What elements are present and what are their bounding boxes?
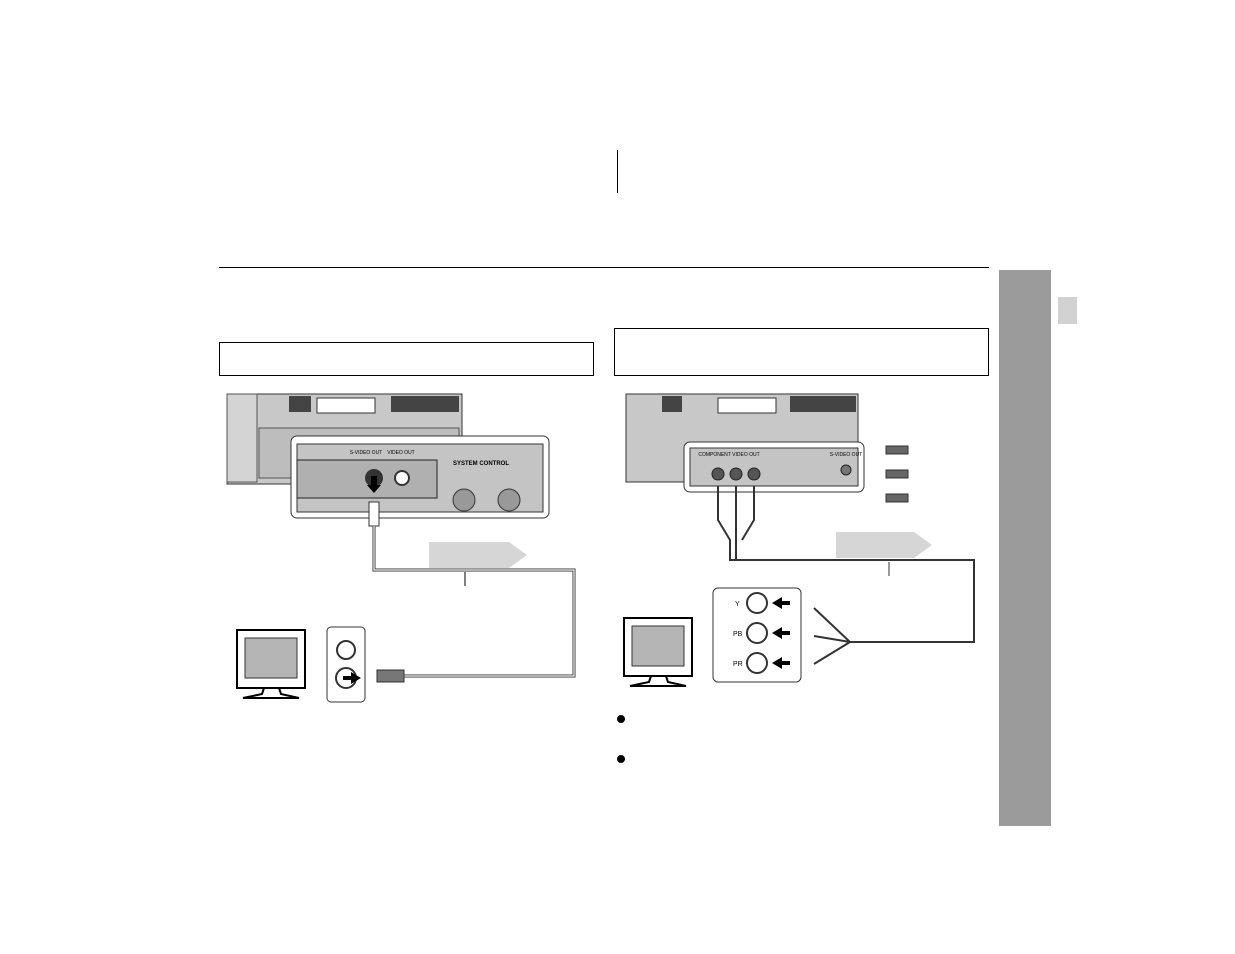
bullet-2 [617,755,625,763]
input-pr-label: PR [733,661,743,668]
s-video-cable [368,501,576,683]
component-zoom-panel: COMPONENT VIDEO OUT S-VIDEO OUT [683,441,865,493]
component-cables [717,486,975,665]
loose-rca-plugs [885,445,909,503]
plug-in-arrow-icon [367,476,381,493]
component-video-out-label: COMPONENT VIDEO OUT [698,452,759,458]
tv-input-panel [326,626,366,703]
television [236,629,306,699]
signal-direction-arrow [429,542,527,568]
header-divider [617,150,618,193]
left-heading-box [219,342,594,376]
tv-plug-arrow-icon [343,672,361,684]
video-out-label: VIDEO OUT [387,450,415,456]
television-right [623,617,693,687]
s-video-out-label: S-VIDEO OUT [350,450,383,456]
port-zoom-panel: S-VIDEO OUT VIDEO OUT SYSTEM CONTROL [290,435,550,519]
right-heading-box [614,328,989,376]
tv-component-input-panel: Y PB PR [712,587,802,683]
video-jack [394,470,410,486]
side-tab-marker [1058,297,1077,324]
input-pb-label: PB [733,631,743,638]
bullet-1 [617,715,625,723]
side-tab-bar [999,270,1051,826]
component-video-connection-diagram: COMPONENT VIDEO OUT S-VIDEO OUT Y PB PR [623,393,975,687]
input-y-label: Y [735,601,740,608]
s-video-connection-diagram: S-VIDEO OUT VIDEO OUT SYSTEM CONTROL [226,393,576,703]
section-rule [219,267,989,268]
system-control-port-2 [497,488,521,512]
signal-direction-arrow-right [836,532,932,558]
system-control-label: SYSTEM CONTROL [453,461,509,467]
right-s-video-out-label: S-VIDEO OUT [830,452,863,458]
system-control-port-1 [452,488,476,512]
